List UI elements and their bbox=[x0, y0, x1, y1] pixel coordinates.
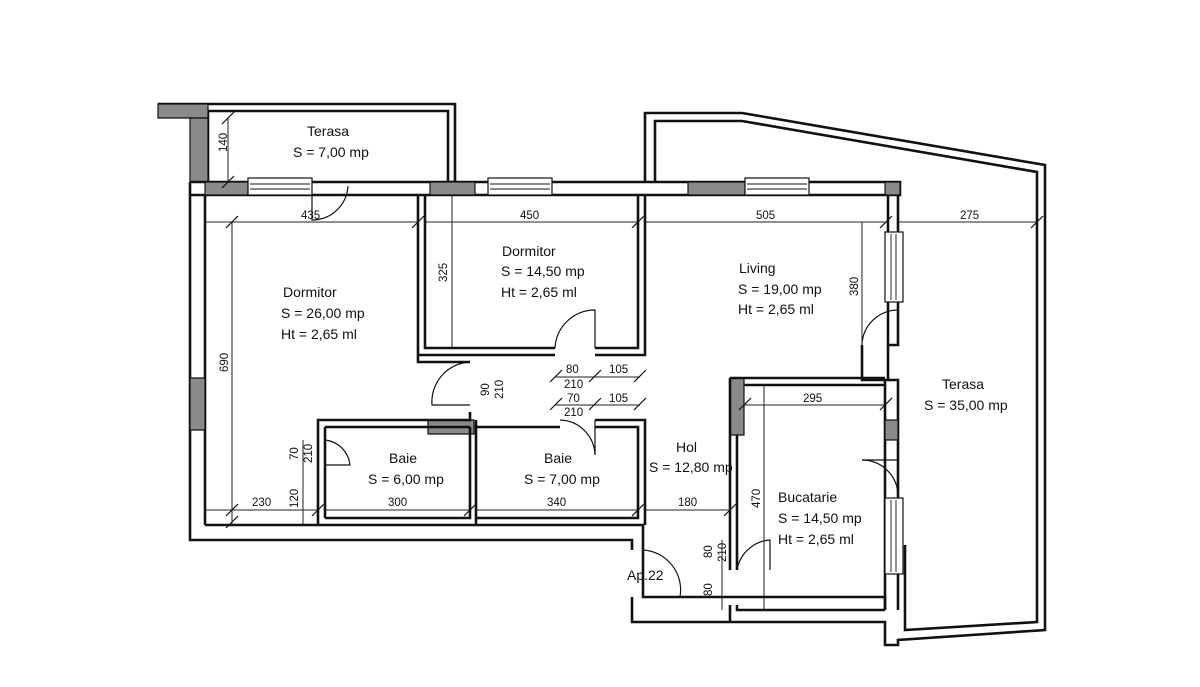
room-area-baie-1: S = 6,00 mp bbox=[368, 471, 444, 487]
room-name-baie-1: Baie bbox=[389, 450, 417, 466]
dim-label: 325 bbox=[438, 263, 450, 282]
dim-label: 90 bbox=[480, 383, 492, 396]
room-height-living: Ht = 2,65 ml bbox=[738, 301, 814, 317]
dim-label: 120 bbox=[289, 489, 301, 508]
dim-label: 210 bbox=[564, 407, 583, 419]
dim-label: 470 bbox=[751, 489, 763, 508]
room-area-terasa-small: S = 7,00 mp bbox=[293, 144, 369, 160]
room-height-dormitor-mid: Ht = 2,65 ml bbox=[501, 284, 577, 300]
room-name-baie-2: Baie bbox=[544, 450, 572, 466]
room-area-bucatarie: S = 14,50 mp bbox=[778, 510, 862, 526]
dim-label: 70 bbox=[567, 393, 580, 405]
dim-label: 210 bbox=[717, 543, 729, 562]
room-name-bucatarie: Bucatarie bbox=[778, 489, 837, 505]
apartment-label: Ap.22 bbox=[627, 567, 664, 583]
dim-label: 80 bbox=[703, 583, 715, 596]
dim-label: 180 bbox=[678, 497, 697, 509]
room-name-hol: Hol bbox=[676, 439, 697, 455]
dimension-labels: 140 435 450 505 275 325 380 690 80 105 2… bbox=[218, 133, 979, 596]
room-name-dormitor-mid: Dormitor bbox=[502, 243, 556, 259]
windows bbox=[247, 177, 904, 575]
dim-label: 340 bbox=[547, 497, 566, 509]
room-area-terasa-big: S = 35,00 mp bbox=[924, 397, 1008, 413]
doors bbox=[311, 185, 899, 598]
room-name-terasa-big: Terasa bbox=[942, 376, 984, 392]
interior-walls bbox=[316, 195, 885, 622]
dim-label: 380 bbox=[849, 277, 861, 296]
dim-label: 80 bbox=[566, 364, 579, 376]
room-area-dormitor-mid: S = 14,50 mp bbox=[501, 263, 585, 279]
room-area-dormitor-big: S = 26,00 mp bbox=[281, 305, 365, 321]
room-area-living: S = 19,00 mp bbox=[738, 281, 822, 297]
dim-label: 300 bbox=[388, 497, 407, 509]
dim-label: 295 bbox=[803, 393, 822, 405]
room-area-hol: S = 12,80 mp bbox=[649, 459, 733, 475]
dim-label: 230 bbox=[252, 497, 271, 509]
room-area-baie-2: S = 7,00 mp bbox=[524, 471, 600, 487]
dim-label: 140 bbox=[218, 133, 230, 152]
dim-label: 505 bbox=[756, 210, 775, 222]
dim-label: 105 bbox=[609, 393, 628, 405]
dim-label: 210 bbox=[494, 380, 506, 399]
dim-label: 690 bbox=[219, 353, 231, 372]
room-labels: Terasa S = 7,00 mp Dormitor S = 26,00 mp… bbox=[281, 123, 1008, 583]
dim-label: 275 bbox=[960, 210, 979, 222]
dim-label: 105 bbox=[609, 364, 628, 376]
room-name-terasa-small: Terasa bbox=[307, 123, 349, 139]
dim-label: 80 bbox=[703, 545, 715, 558]
dim-label: 435 bbox=[301, 210, 320, 222]
room-height-bucatarie: Ht = 2,65 ml bbox=[778, 531, 854, 547]
dim-label: 210 bbox=[303, 444, 315, 463]
dimension-lines bbox=[205, 111, 1044, 610]
dim-label: 210 bbox=[564, 379, 583, 391]
dim-label: 70 bbox=[289, 447, 301, 460]
dim-label: 450 bbox=[520, 210, 539, 222]
room-name-dormitor-big: Dormitor bbox=[283, 284, 337, 300]
room-height-dormitor-big: Ht = 2,65 ml bbox=[281, 326, 357, 342]
room-name-living: Living bbox=[739, 260, 776, 276]
